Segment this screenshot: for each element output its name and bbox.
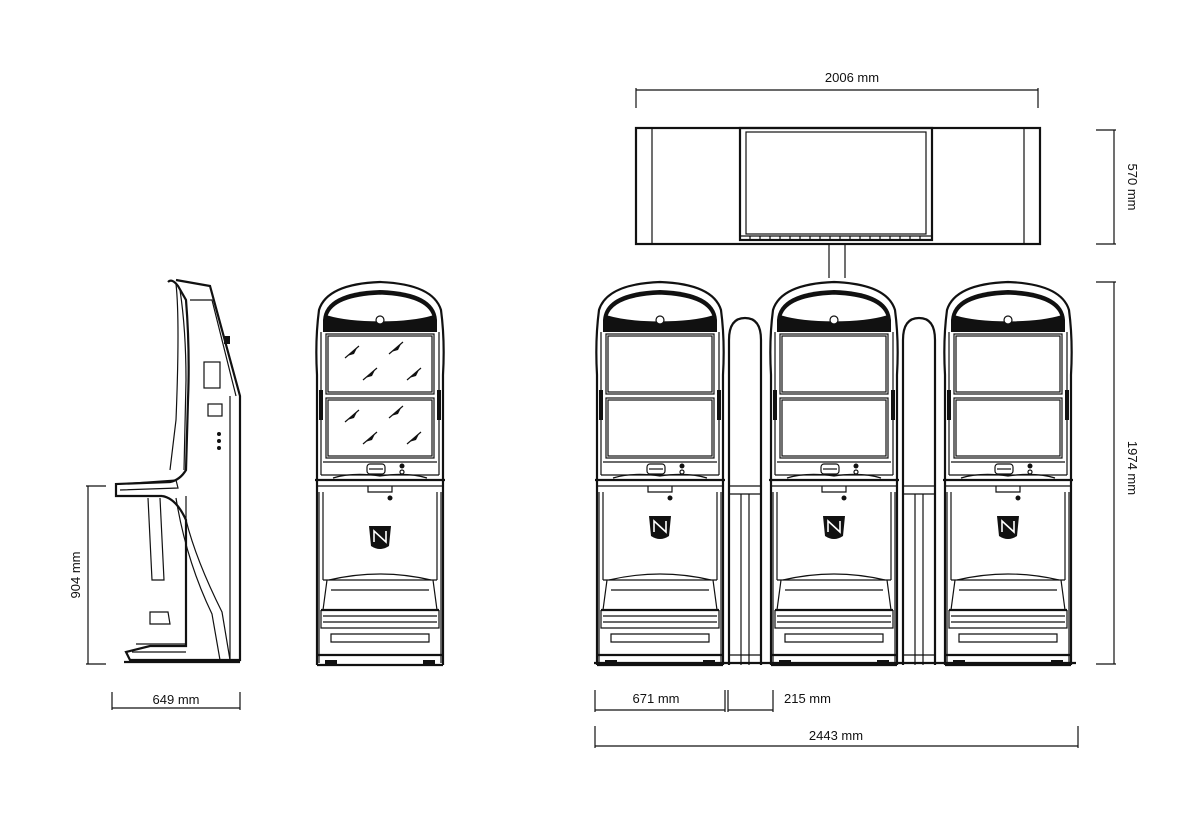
- bank-width-dimension: 2443 mm: [594, 726, 1079, 748]
- topper-display: [634, 126, 1042, 278]
- bank-width-label: 2443 mm: [809, 728, 863, 743]
- topper-height-label: 570 mm: [1125, 164, 1140, 211]
- divider-width-dimension: 215 mm: [727, 690, 831, 712]
- topper-width-label: 2006 mm: [825, 70, 879, 85]
- side-depth-dimension: 649 mm: [111, 692, 241, 710]
- cabinet-center: [767, 280, 901, 668]
- cabinet-height-dimension: 1974 mm: [1096, 281, 1140, 665]
- divider-right: [901, 316, 937, 667]
- topper-width-dimension: 2006 mm: [635, 70, 1039, 108]
- cabinet-left: [593, 280, 727, 668]
- side-depth-label: 649 mm: [153, 692, 200, 707]
- topper-height-dimension: 570 mm: [1096, 129, 1140, 245]
- side-height-dimension: 904 mm: [68, 485, 106, 665]
- cursor-arrow-icon: [347, 344, 419, 442]
- cabinet-width-dimension: 671 mm: [594, 690, 726, 712]
- single-front-view: [315, 280, 445, 667]
- divider-left: [727, 316, 763, 667]
- cabinet-right: [941, 280, 1075, 668]
- bank-front-view: [593, 126, 1076, 668]
- n-logo-badge-icon: [369, 526, 391, 549]
- side-view: [114, 278, 242, 664]
- divider-width-label: 215 mm: [784, 691, 831, 706]
- cabinet-height-label: 1974 mm: [1125, 441, 1140, 495]
- side-height-label: 904 mm: [68, 552, 83, 599]
- cabinet-width-label: 671 mm: [633, 691, 680, 706]
